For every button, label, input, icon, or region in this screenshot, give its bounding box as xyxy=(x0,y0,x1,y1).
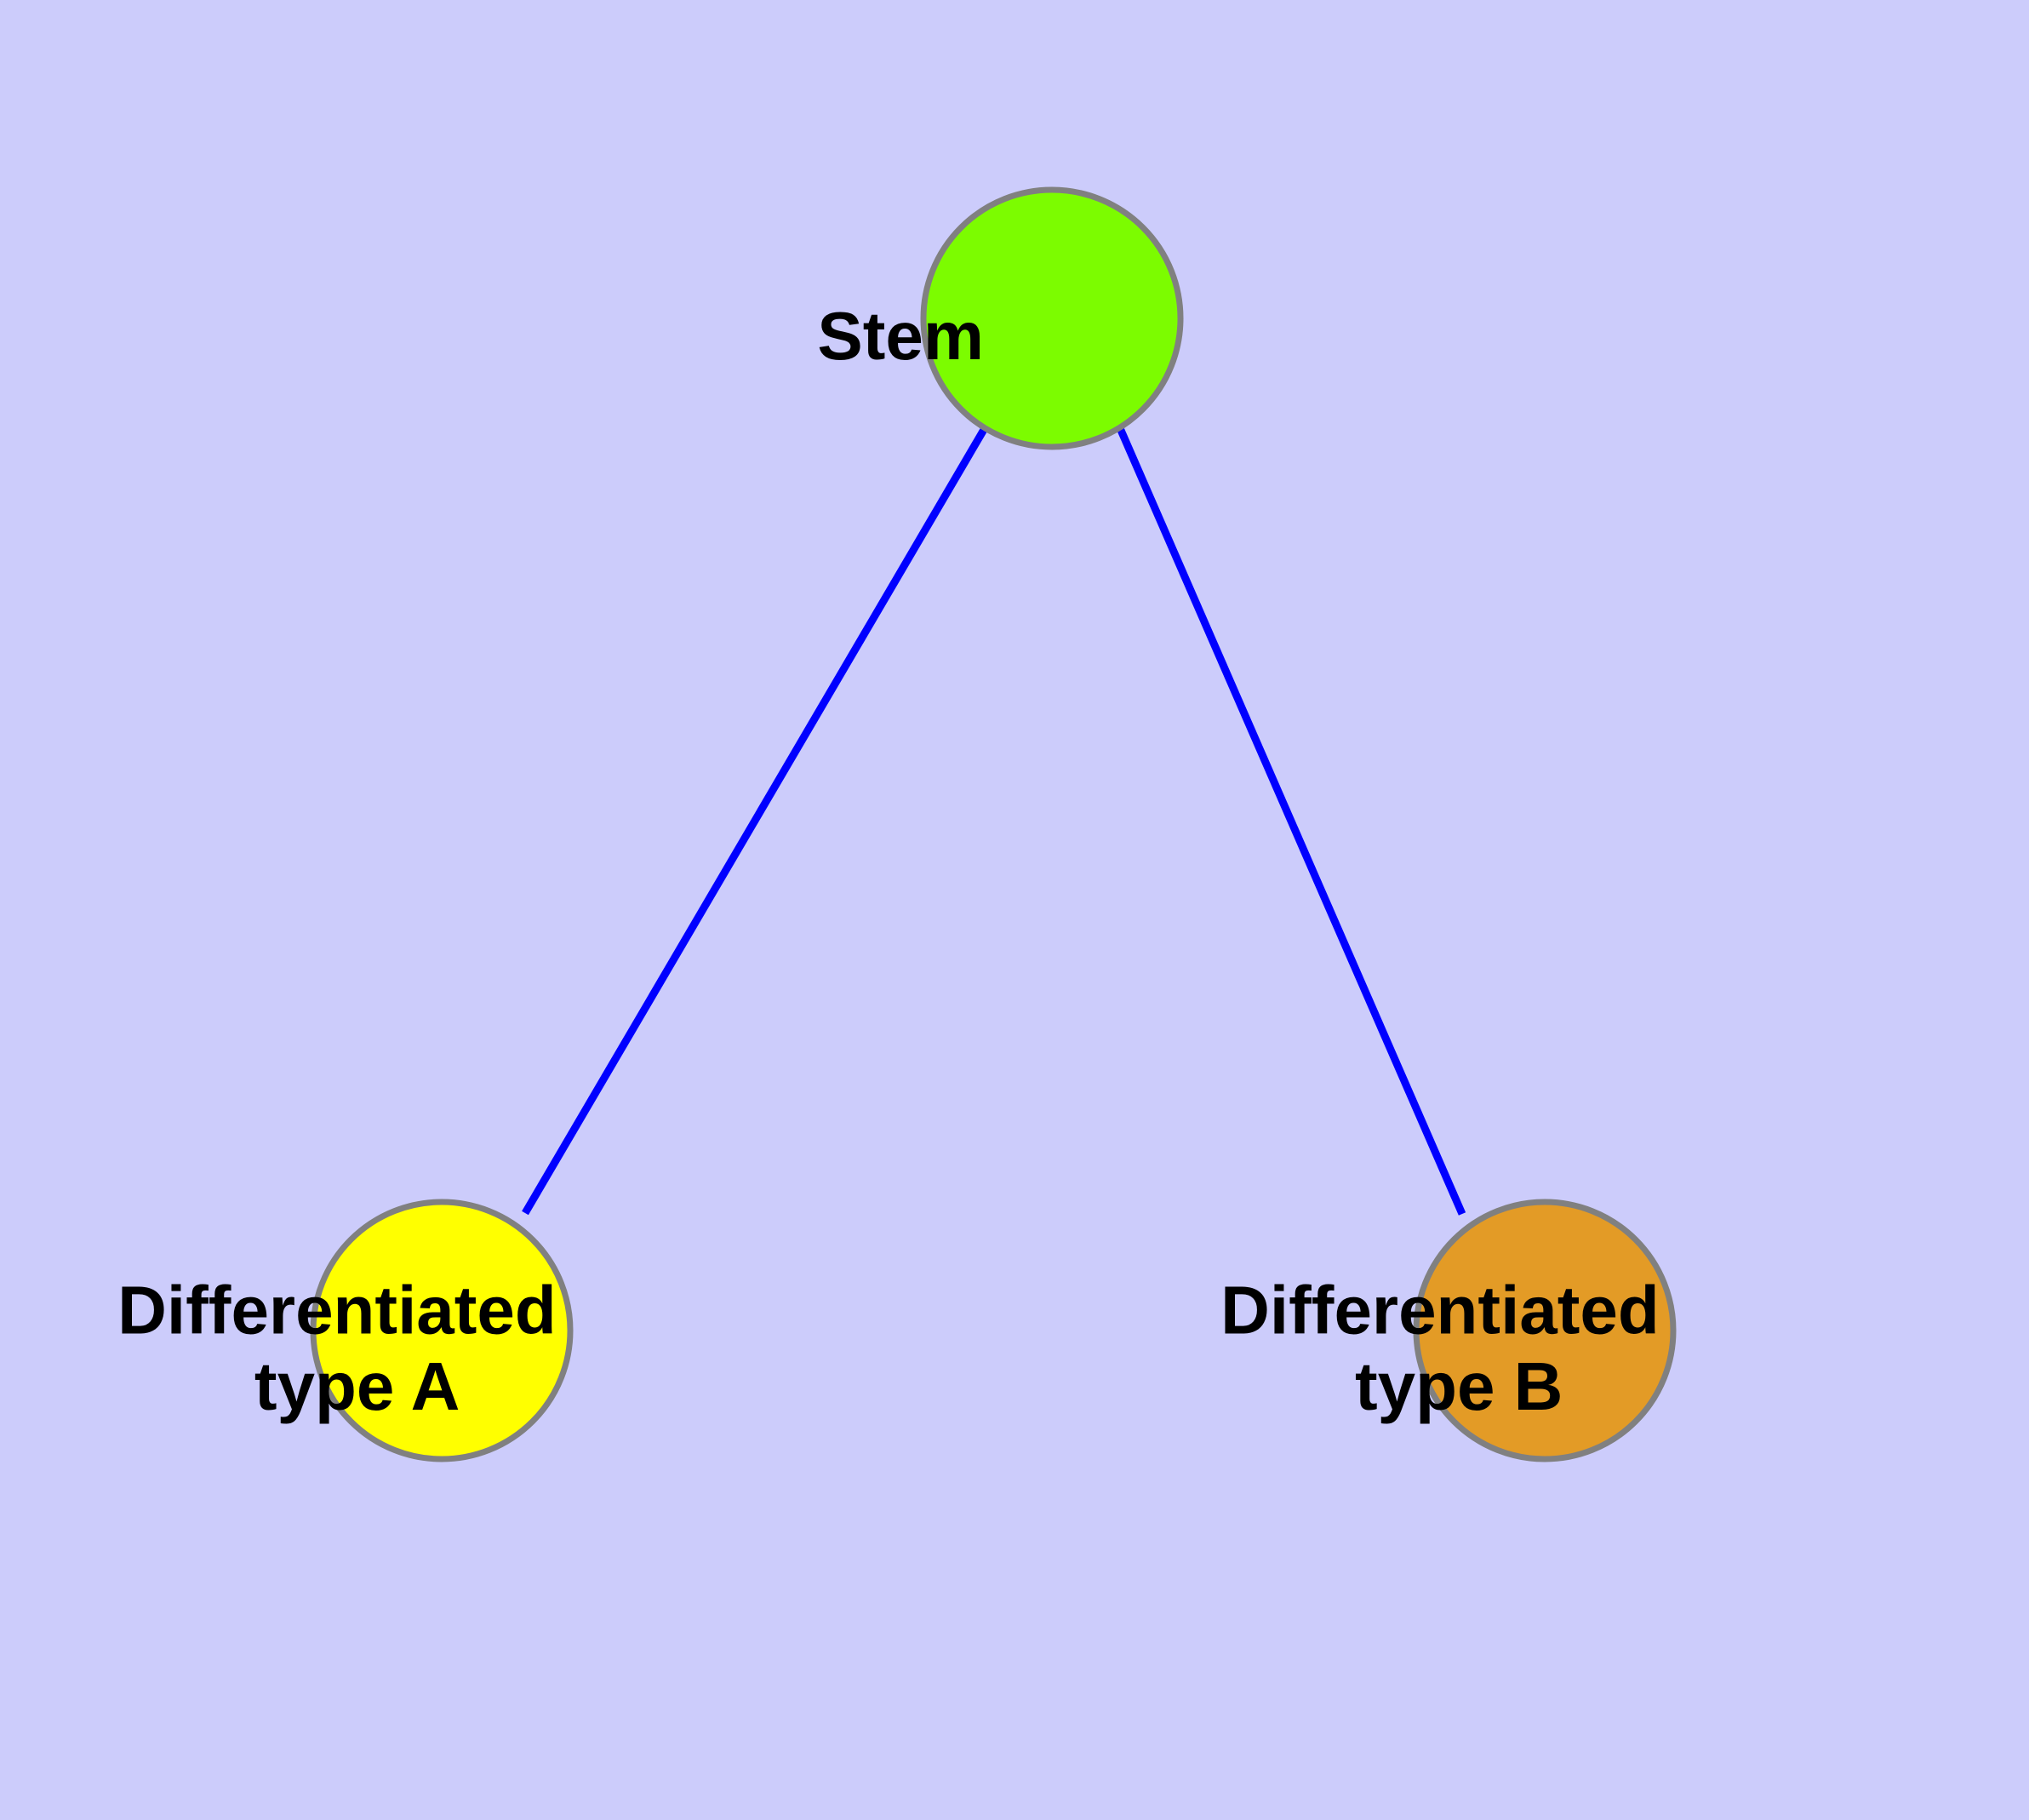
nodes-layer xyxy=(310,186,1677,1462)
node-label-differentiated-type-b: Differentiated type B xyxy=(1220,0,1830,1424)
node-label-stem-line-1: Stem xyxy=(817,298,984,374)
node-label-differentiated-type-a-line-2: type A xyxy=(254,1348,459,1424)
labels-layer: Stem Differentiated type A Differentiate… xyxy=(117,0,1830,1424)
node-differentiated-type-b[interactable] xyxy=(1413,1199,1677,1462)
node-label-differentiated-type-a-line-1: Differentiated xyxy=(117,1273,557,1348)
node-label-differentiated-type-b-line-1: Differentiated xyxy=(1220,1273,1660,1348)
node-stem[interactable] xyxy=(920,186,1184,450)
node-label-stem: Stem xyxy=(817,0,1286,374)
node-label-differentiated-type-a: Differentiated type A xyxy=(117,0,727,1424)
node-differentiated-type-a[interactable] xyxy=(310,1199,574,1462)
edge-stem-to-differentiated-type-a[interactable] xyxy=(522,426,988,1216)
node-label-differentiated-type-b-line-2: type B xyxy=(1355,1348,1563,1424)
edge-stem-to-differentiated-type-b[interactable] xyxy=(1116,426,1466,1216)
edges-layer xyxy=(522,426,1466,1216)
